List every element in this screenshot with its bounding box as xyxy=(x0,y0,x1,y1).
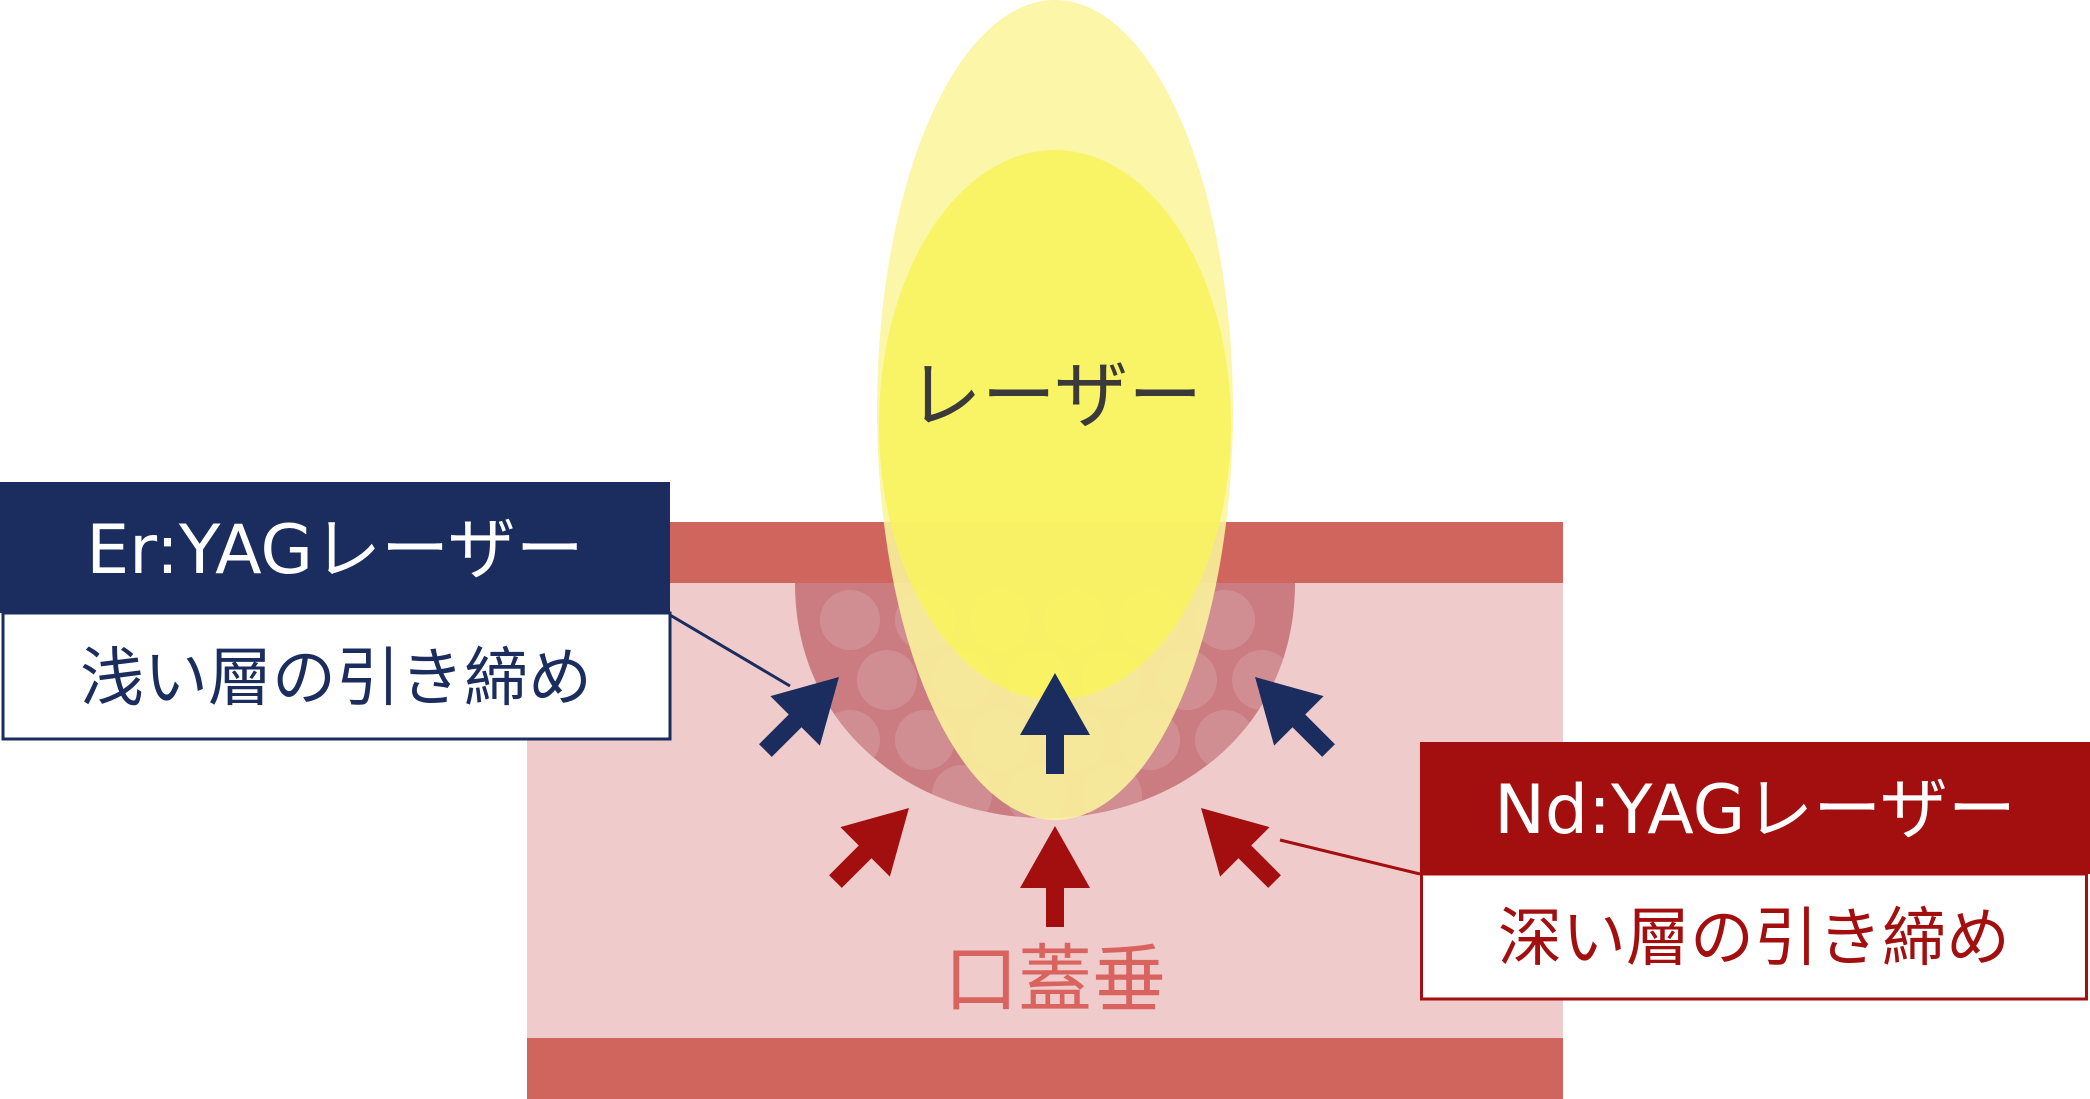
tissue-label: 口蓋垂 xyxy=(944,937,1166,1023)
nd-arrow-right xyxy=(1201,808,1281,888)
tissue-bottom-layer xyxy=(527,1038,1563,1099)
er-arrow-center xyxy=(1020,673,1090,774)
er-title-box xyxy=(0,482,670,613)
laser-beam-inner xyxy=(879,150,1231,700)
nd-arrow-center xyxy=(1020,826,1090,927)
nd-subtitle: 深い層の引き締め xyxy=(1498,902,2010,976)
er-subtitle: 浅い層の引き締め xyxy=(80,642,592,716)
laser-label: レーザー xyxy=(908,353,1203,439)
nd-arrow-left xyxy=(829,808,909,888)
nd-leader-line xyxy=(1279,838,1421,876)
er-arrow-left xyxy=(759,677,839,757)
nd-title: Nd:YAGレーザー xyxy=(1494,771,2016,850)
er-subtitle-box xyxy=(1,611,672,741)
er-leader-line xyxy=(669,613,791,688)
nd-subtitle-box xyxy=(1420,872,2088,1001)
er-title: Er:YAGレーザー xyxy=(86,511,584,590)
er-arrow-right xyxy=(1255,677,1335,757)
nd-title-box xyxy=(1420,742,2090,874)
